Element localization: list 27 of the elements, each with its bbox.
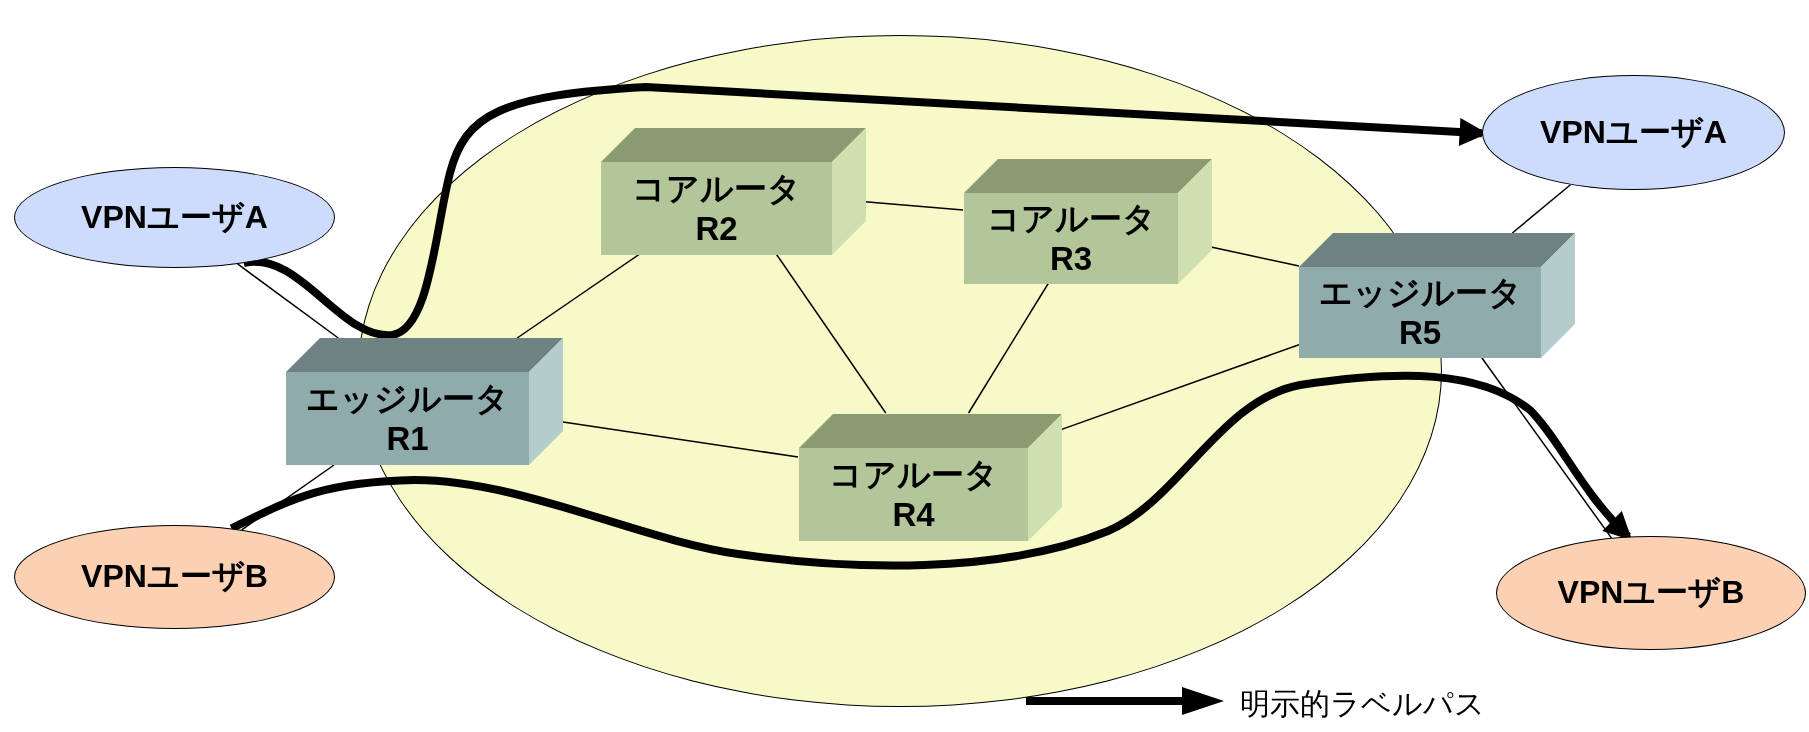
router-name: コアルータ <box>632 168 801 209</box>
router-id: R4 <box>892 494 935 535</box>
user-label: VPNユーザB <box>1557 573 1745 612</box>
link-line <box>1511 184 1572 234</box>
label-path-arrow <box>229 371 1633 570</box>
link-line <box>236 263 339 339</box>
link-line <box>1060 343 1300 431</box>
user-label: VPNユーザB <box>81 557 268 596</box>
link-line <box>516 253 641 339</box>
link-line <box>864 200 964 211</box>
router-id: R2 <box>695 208 738 249</box>
user-label: VPNユーザA <box>1540 112 1727 152</box>
router-id: R5 <box>1398 312 1442 353</box>
link-line <box>967 282 1050 414</box>
router-name: エッジルータ <box>306 378 509 419</box>
router-name: エッジルータ <box>1318 272 1522 313</box>
router-id: R3 <box>1049 238 1093 279</box>
link-line <box>241 464 335 531</box>
router-name: コアルータ <box>829 454 998 495</box>
user-label: VPNユーザA <box>81 197 268 237</box>
link-line <box>562 421 799 458</box>
link-line <box>1481 357 1613 539</box>
router-name: コアルータ <box>986 198 1156 239</box>
link-line <box>1210 246 1300 267</box>
link-line <box>775 253 887 414</box>
legend-label: 明示的ラベルパス <box>1240 686 1485 722</box>
router-id: R1 <box>386 418 429 459</box>
